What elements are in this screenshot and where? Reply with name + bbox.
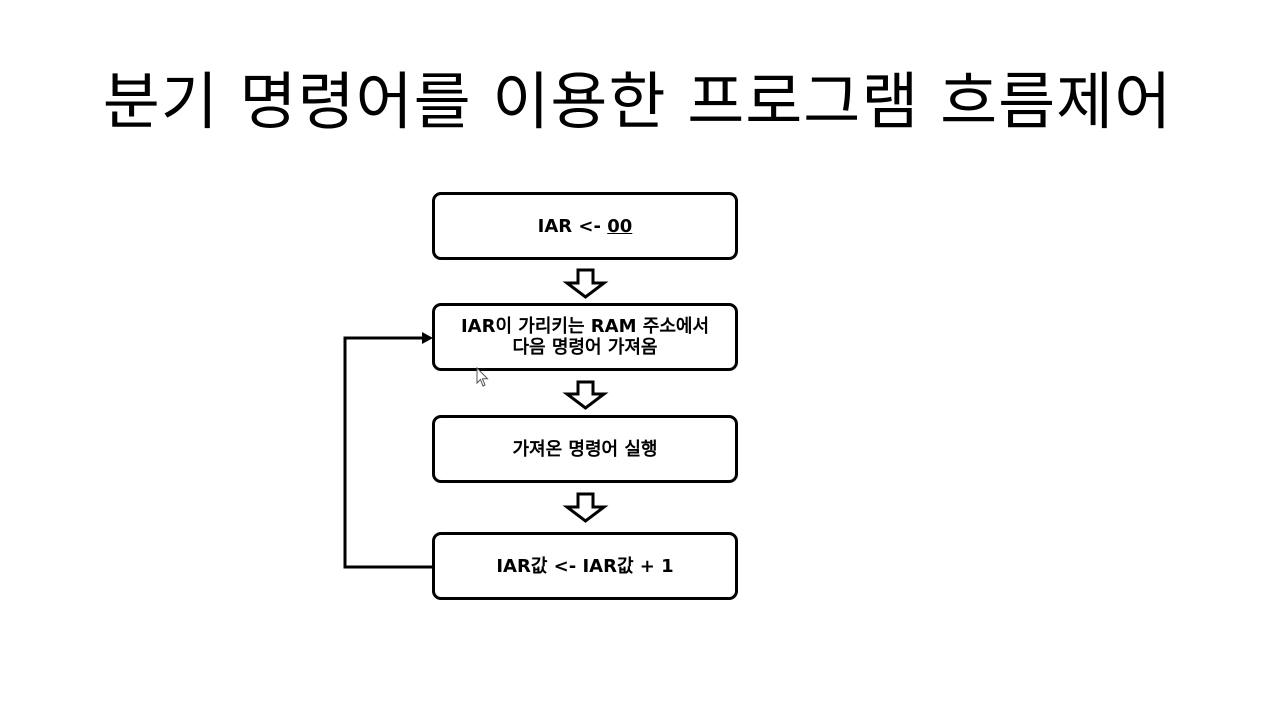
step-init-text: IAR <- 00 bbox=[538, 216, 633, 237]
page-title: 분기 명령어를 이용한 프로그램 흐름제어 bbox=[102, 65, 1173, 138]
down-arrow-icon bbox=[562, 380, 609, 410]
loop-back-arrow bbox=[343, 336, 432, 569]
down-arrow-icon bbox=[562, 492, 609, 523]
step-init-prefix: IAR <- bbox=[537, 215, 608, 237]
step-execute-instruction: 가져온 명령어 실행 bbox=[432, 415, 738, 483]
mouse-cursor-icon bbox=[476, 367, 489, 387]
step-init-iar: IAR <- 00 bbox=[432, 192, 738, 260]
step-init-value: 00 bbox=[607, 215, 633, 237]
loop-back-arrowhead bbox=[422, 332, 433, 344]
step-increment-iar: IAR값 <- IAR값 + 1 bbox=[432, 532, 738, 600]
step-fetch-instruction: IAR이 가리키는 RAM 주소에서 다음 명령어 가져옴 bbox=[432, 303, 738, 371]
step-fetch-line1: IAR이 가리키는 RAM 주소에서 bbox=[460, 316, 710, 337]
down-arrow-icon bbox=[562, 268, 609, 299]
step-fetch-line2: 다음 명령어 가져옴 bbox=[512, 337, 658, 358]
step-increment-text: IAR값 <- IAR값 + 1 bbox=[496, 555, 674, 577]
step-execute-text: 가져온 명령어 실행 bbox=[512, 438, 658, 460]
